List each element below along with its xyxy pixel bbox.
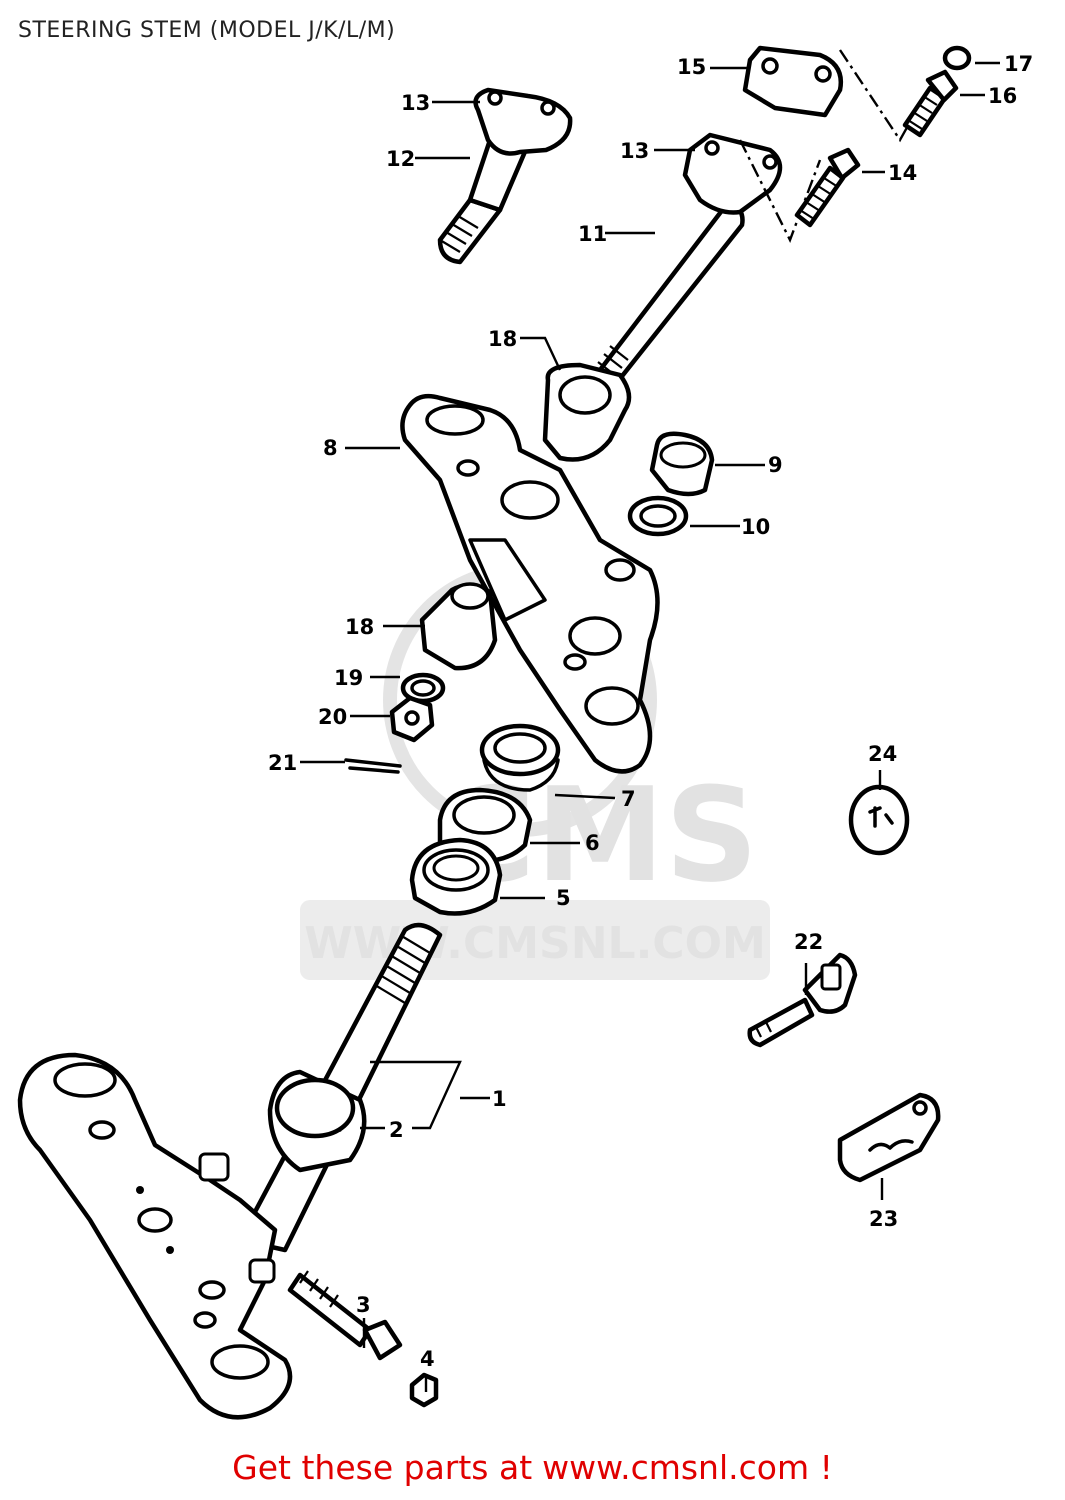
callout-17: 17 — [1004, 52, 1033, 76]
callout-5: 5 — [556, 886, 571, 910]
part-19-washer — [400, 672, 446, 704]
part-15-clamp — [742, 45, 844, 118]
leader-lines — [300, 61, 1000, 1392]
page-title: STEERING STEM (MODEL J/K/L/M) — [18, 18, 396, 43]
exploded-diagram: CMS WWW.CMSNL.COM — [17, 45, 1033, 1420]
footer-link[interactable]: www.cmsnl.com ! — [542, 1448, 833, 1487]
callout-14: 14 — [888, 161, 917, 185]
part-16-bolt — [902, 69, 959, 138]
callout-21: 21 — [268, 751, 297, 775]
callout-2: 2 — [389, 1118, 404, 1142]
part-17-cap — [942, 45, 972, 71]
footer-prefix: Get these parts at — [232, 1448, 533, 1487]
callout-10: 10 — [741, 515, 770, 539]
callout-24: 24 — [868, 742, 897, 766]
callout-9: 9 — [768, 453, 783, 477]
callout-20: 20 — [318, 705, 347, 729]
callout-18-upper: 18 — [488, 327, 517, 351]
part-8-upper-bracket — [400, 393, 660, 774]
part-10-washer — [627, 495, 689, 537]
callout-7: 7 — [621, 787, 636, 811]
part-22-key — [747, 952, 858, 1048]
part-24-emblem — [848, 784, 910, 856]
callout-11: 11 — [578, 222, 607, 246]
part-18-lower-bushing — [419, 582, 498, 671]
lower-bracket — [17, 1052, 293, 1420]
callout-19: 19 — [334, 666, 363, 690]
callout-22: 22 — [794, 930, 823, 954]
callout-12: 12 — [386, 147, 415, 171]
part-23-key-plate — [837, 1092, 941, 1183]
part-12-handlebar-holder — [437, 87, 573, 265]
callout-4: 4 — [420, 1347, 435, 1371]
part-2-dust-seal — [274, 1077, 356, 1139]
callout-3: 3 — [356, 1293, 371, 1317]
part-14-bolt — [794, 147, 861, 228]
part-5-bearing — [409, 837, 503, 916]
part-7-seal — [479, 723, 561, 792]
callout-16: 16 — [988, 84, 1017, 108]
part-21-cotter-pin — [344, 758, 402, 774]
callout-23: 23 — [869, 1207, 898, 1231]
part-11-handlebar-holder — [597, 132, 783, 388]
callout-8: 8 — [323, 436, 338, 460]
callout-1: 1 — [492, 1087, 507, 1111]
callout-13-left: 13 — [401, 91, 430, 115]
callout-15: 15 — [677, 55, 706, 79]
callouts: 1 2 3 4 5 6 7 8 9 10 11 12 13 13 14 15 1… — [268, 52, 1033, 1371]
part-4-nut — [409, 1372, 439, 1408]
callout-13-right: 13 — [620, 139, 649, 163]
part-18-upper-bushing — [542, 362, 632, 462]
callout-6: 6 — [585, 831, 600, 855]
part-20-nut — [389, 695, 435, 743]
part-3-bolt — [287, 1270, 403, 1361]
part-9-cap — [649, 431, 715, 497]
callout-18-lower: 18 — [345, 615, 374, 639]
guide-line-14 — [738, 139, 822, 243]
watermark-url: WWW.CMSNL.COM — [304, 918, 766, 969]
